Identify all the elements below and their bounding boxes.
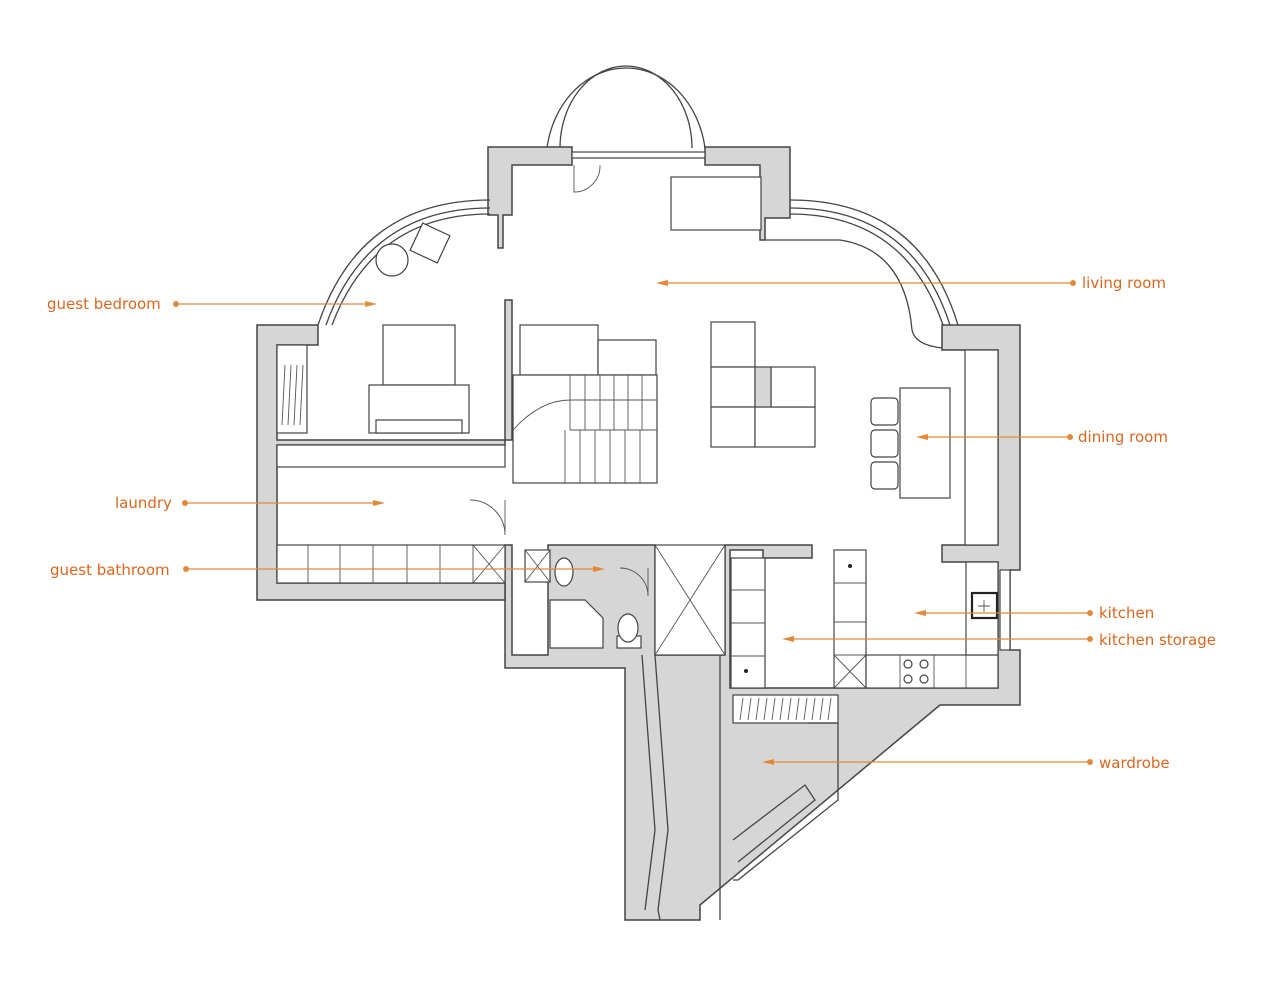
kitchen-units [730,549,999,689]
label-laundry: laundry [115,494,385,512]
bay-window [546,65,706,149]
dining-table [870,387,951,499]
label-living-room: living room [656,274,1166,292]
laundry-label: laundry [115,494,172,512]
bathroom-fixtures [524,544,726,656]
guest-bedroom-label: guest bedroom [47,295,161,313]
east-wall [504,324,1021,921]
sofa [710,321,816,448]
laundry-cabinets [276,544,506,584]
dining-room-label: dining room [1078,428,1168,446]
staircase [512,324,658,484]
corridor [641,654,721,921]
kitchen-storage-label: kitchen storage [1099,631,1216,649]
living-room-label: living room [1082,274,1166,292]
north-wall [487,146,791,249]
label-guest-bedroom: guest bedroom [47,295,377,313]
guest-bathroom-label: guest bathroom [50,561,170,579]
east-curved-wall [765,199,959,349]
label-kitchen-storage: kitchen storage [782,631,1216,649]
label-guest-bathroom: guest bathroom [50,561,605,579]
wardrobe-label: wardrobe [1099,754,1170,772]
label-kitchen: kitchen [914,604,1154,622]
west-wall [256,299,513,601]
label-dining-room: dining room [916,428,1168,446]
kitchen-label: kitchen [1099,604,1154,622]
west-curved-wall [317,199,491,326]
wardrobe-closets [732,694,839,881]
label-wardrobe: wardrobe [762,754,1170,772]
